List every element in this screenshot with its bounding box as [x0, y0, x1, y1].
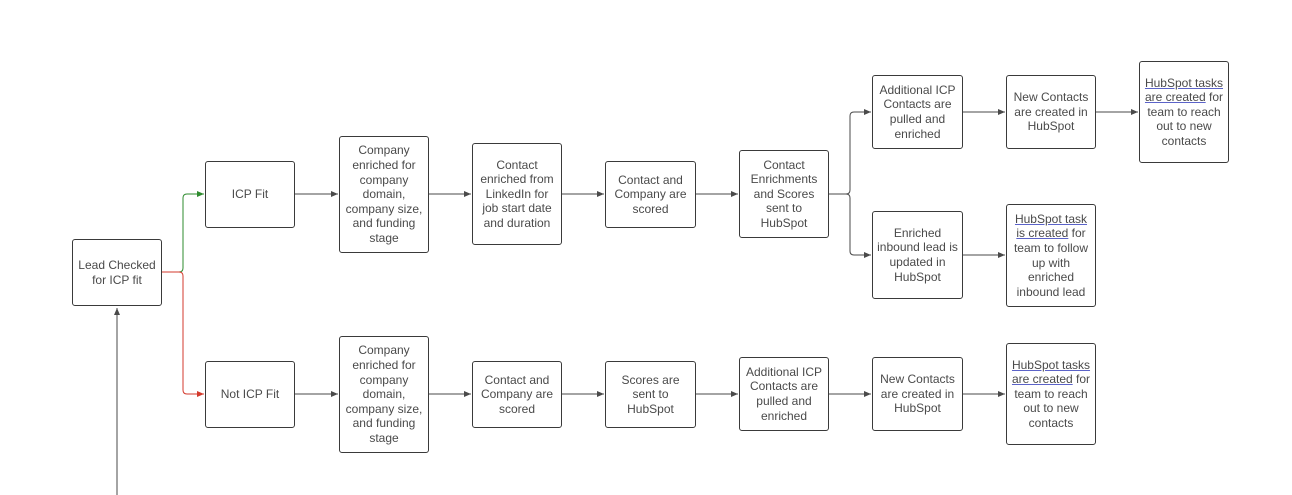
node-fit-inbound-task[interactable]: HubSpot task is created for team to foll… — [1006, 204, 1096, 307]
node-label: Contact enriched from LinkedIn for job s… — [480, 157, 554, 230]
node-fit-hubspot-tasks[interactable]: HubSpot tasks are created for team to re… — [1139, 61, 1229, 163]
node-nf-additional-contacts[interactable]: Additional ICP Contacts are pulled and e… — [739, 357, 829, 431]
node-label: Additional ICP Contacts are pulled and e… — [879, 82, 956, 141]
node-label: Scores are sent to HubSpot — [621, 372, 680, 416]
node-label-rest: for team to follow up with enriched inbo… — [1013, 226, 1089, 299]
hubspot-task-link[interactable]: HubSpot task is created — [1014, 211, 1088, 241]
node-nf-scores-sent[interactable]: Scores are sent to HubSpot — [605, 361, 696, 428]
node-fit-sent-to-hubspot[interactable]: Contact Enrichments and Scores sent to H… — [739, 150, 829, 238]
node-label: ICP Fit — [231, 187, 269, 202]
node-label: Contact and Company are scored — [614, 172, 687, 216]
fit-branch-connector — [161, 191, 204, 273]
node-label: New Contacts are created in HubSpot — [880, 372, 955, 416]
node-label-rest: for team to reach out to new contacts — [1147, 90, 1224, 148]
node-fit-company-enriched[interactable]: Company enriched for company domain, com… — [339, 136, 429, 253]
node-label: Not ICP Fit — [220, 387, 280, 402]
node-nf-scored[interactable]: Contact and Company are scored — [472, 361, 562, 428]
hubspot-tasks-link[interactable]: HubSpot tasks are created — [1144, 75, 1224, 105]
node-lead-checked[interactable]: Lead Checked for ICP fit — [72, 239, 162, 306]
node-label: Contact Enrichments and Scores sent to H… — [750, 157, 818, 230]
node-label: HubSpot tasks are created for team to re… — [1011, 358, 1091, 431]
node-label: HubSpot task is created for team to foll… — [1011, 212, 1091, 300]
node-nf-company-enriched[interactable]: Company enriched for company domain, com… — [339, 336, 429, 453]
node-label: Company enriched for company domain, com… — [345, 143, 423, 245]
node-fit-inbound-updated[interactable]: Enriched inbound lead is updated in HubS… — [872, 211, 963, 299]
node-label: HubSpot tasks are created for team to re… — [1144, 76, 1224, 149]
node-label: Contact and Company are scored — [480, 372, 554, 416]
not-fit-branch-connector — [161, 271, 204, 397]
node-label: Enriched inbound lead is updated in HubS… — [877, 225, 958, 284]
node-fit-new-contacts[interactable]: New Contacts are created in HubSpot — [1006, 75, 1096, 149]
node-label-rest: for team to reach out to new contacts — [1014, 372, 1091, 430]
node-nf-hubspot-tasks[interactable]: HubSpot tasks are created for team to re… — [1006, 343, 1096, 445]
node-fit-scored[interactable]: Contact and Company are scored — [605, 161, 696, 228]
hubspot-tasks-link[interactable]: HubSpot tasks are created — [1011, 357, 1091, 387]
node-nf-new-contacts[interactable]: New Contacts are created in HubSpot — [872, 357, 963, 431]
node-not-icp-fit[interactable]: Not ICP Fit — [205, 361, 295, 428]
connector — [828, 193, 871, 258]
node-label: New Contacts are created in HubSpot — [1013, 90, 1089, 134]
node-fit-contact-enriched[interactable]: Contact enriched from LinkedIn for job s… — [472, 143, 562, 245]
node-icp-fit[interactable]: ICP Fit — [205, 161, 295, 228]
node-label: Lead Checked for ICP fit — [78, 257, 156, 287]
node-fit-additional-contacts[interactable]: Additional ICP Contacts are pulled and e… — [872, 75, 963, 149]
node-label: Additional ICP Contacts are pulled and e… — [745, 364, 823, 423]
node-label: Company enriched for company domain, com… — [345, 343, 423, 445]
connector — [828, 109, 871, 195]
